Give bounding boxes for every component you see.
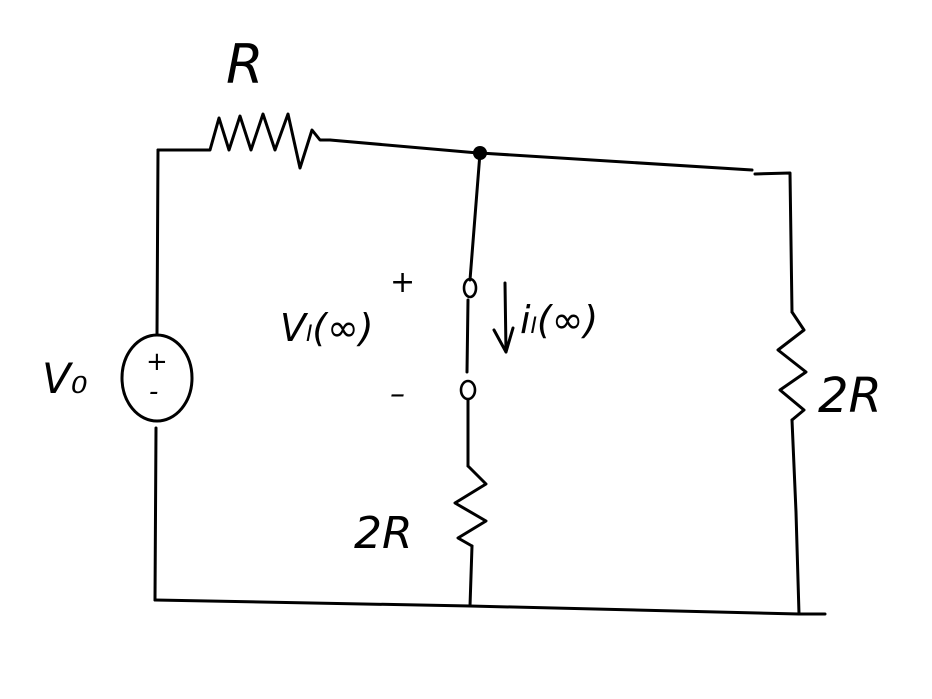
open-terminal-top — [462, 277, 478, 299]
top-resistor-label: R — [226, 33, 264, 96]
source-plus-sign: + — [146, 347, 168, 377]
right-wire-lower — [790, 418, 801, 616]
middle-open-gap-left — [465, 298, 470, 374]
top-wire-left — [328, 138, 480, 155]
right-resistor-label: 2R — [818, 368, 882, 424]
open-terminal-bottom — [459, 379, 477, 401]
left-wire-upper — [155, 148, 160, 337]
middle-resistor-2r — [453, 464, 488, 548]
voltage-minus-sign: – — [390, 377, 405, 412]
top-right-corner — [753, 171, 794, 314]
middle-wire-lower — [468, 544, 474, 608]
inductor-voltage-label: Vₗ(∞) — [280, 306, 374, 350]
inductor-current-label: iₗ(∞) — [520, 298, 598, 342]
middle-wire-upper — [468, 151, 482, 282]
right-resistor-2r — [776, 310, 808, 422]
left-wire-lower — [153, 426, 158, 602]
middle-resistor-label: 2R — [354, 508, 413, 559]
voltage-plus-sign: + — [390, 265, 415, 300]
source-minus-sign: - — [149, 377, 158, 407]
source-label: V₀ — [42, 354, 88, 403]
bottom-wire — [153, 598, 827, 616]
current-arrow-icon — [492, 281, 515, 354]
top-resistor-r — [156, 112, 332, 170]
top-wire-right — [478, 151, 754, 172]
voltage-source-circle — [120, 333, 194, 423]
